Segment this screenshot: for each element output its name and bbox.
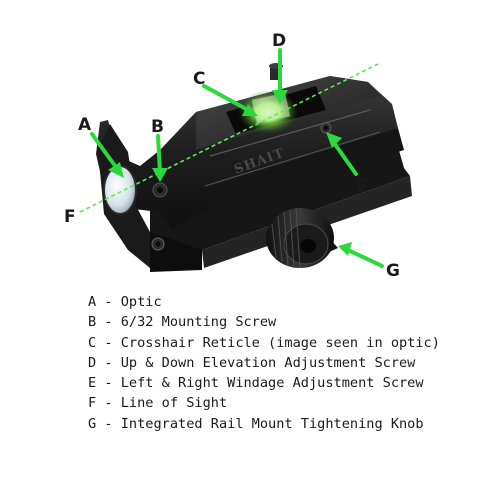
callout-letter-C: C [193, 69, 205, 89]
side-screw [151, 237, 165, 251]
arrow-E [326, 132, 358, 176]
arrow-C [202, 84, 258, 116]
legend-item-optic: A - Optic [88, 294, 162, 310]
arrow-G [338, 242, 384, 268]
arrow-D [272, 48, 288, 104]
arrow-B [152, 134, 168, 182]
callout-letter-A: A [78, 115, 92, 135]
windage-screw [320, 122, 332, 134]
legend-item-crosshair-reticle: C - Crosshair Reticle (image seen in opt… [88, 334, 440, 351]
callout-letter-D: D [272, 31, 286, 51]
callout-letter-G: G [386, 261, 400, 281]
tightening-knob [266, 206, 338, 269]
callout-letter-E: E [356, 177, 368, 197]
legend-item-tightening-knob: G - Integrated Rail Mount Tightening Kno… [88, 415, 424, 432]
mounting-screw [152, 182, 168, 198]
callout-letter-F: F [64, 207, 76, 227]
legend-item-mounting-screw: B - 6/32 Mounting Screw [88, 314, 277, 331]
legend-item-elevation-screw: D - Up & Down Elevation Adjustment Screw [88, 354, 416, 371]
legend-item-line-of-sight: F - Line of Sight [88, 395, 228, 412]
legend-item-windage-screw: E - Left & Right Windage Adjustment Scre… [88, 375, 424, 392]
legend: A - Optic B - 6/32 Mounting Screw C - Cr… [88, 292, 440, 434]
callout-letter-B: B [151, 117, 164, 137]
arrow-A [90, 132, 124, 178]
